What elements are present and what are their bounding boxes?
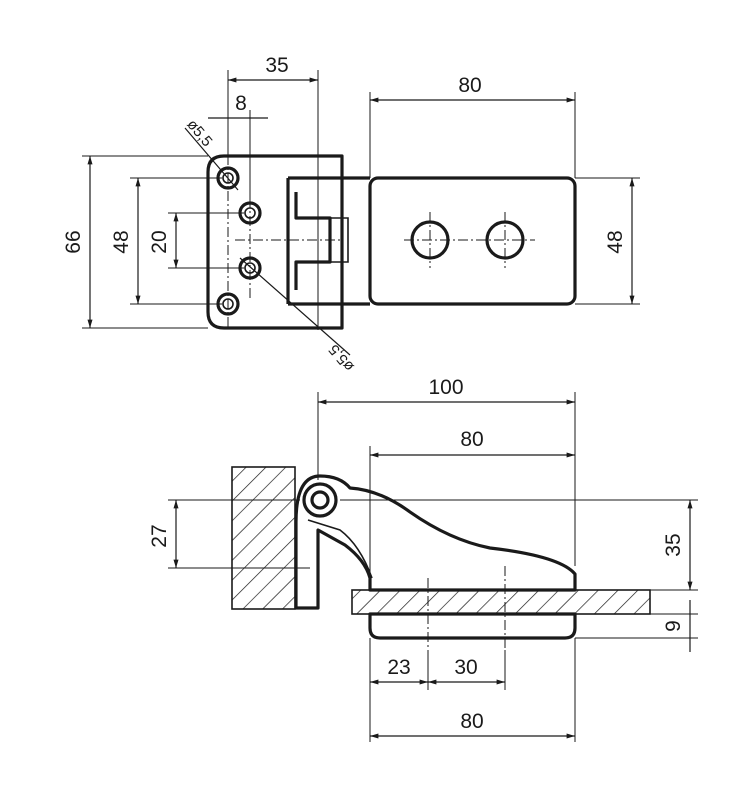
label-9: 9 (662, 620, 685, 632)
pivot-pin (310, 490, 330, 510)
label-48-left: 48 (110, 230, 133, 253)
wall-plate-outline (206, 154, 344, 330)
label-8: 8 (235, 92, 247, 115)
hinge-inner-edge (307, 519, 373, 579)
label-hole-dia-lower: ø5,5 (325, 341, 357, 375)
label-35: 35 (265, 54, 288, 77)
label-80-side-upper: 80 (460, 428, 483, 451)
knuckle-inner (330, 217, 349, 263)
label-27: 27 (148, 524, 171, 547)
label-48-right: 48 (604, 230, 627, 253)
leader-upper (184, 127, 239, 191)
leaf-plate-outline (368, 176, 577, 306)
label-hole-dia-upper: ø5,5 (183, 116, 215, 150)
label-23: 23 (387, 656, 410, 679)
wall-section (231, 466, 296, 610)
pivot-outer (302, 482, 338, 518)
top-view: 35 8 80 66 48 20 48 ø5,5 ø5,5 (62, 54, 640, 375)
label-100: 100 (428, 376, 463, 399)
wall-plate-holes (216, 166, 262, 316)
label-66: 66 (62, 230, 85, 253)
side-view: 100 80 27 35 9 23 30 80 (148, 376, 698, 742)
leaf-holes (404, 212, 535, 268)
label-20: 20 (148, 230, 171, 253)
label-80-top: 80 (458, 74, 481, 97)
hinge-body-outline (294, 474, 577, 610)
label-80-side-lower: 80 (460, 710, 483, 733)
knuckle-outline (286, 176, 370, 306)
leader-lower (239, 257, 351, 356)
clamp-plate-outline (368, 612, 577, 640)
label-30: 30 (454, 656, 477, 679)
door-section (351, 589, 651, 615)
label-35-side: 35 (662, 533, 685, 556)
